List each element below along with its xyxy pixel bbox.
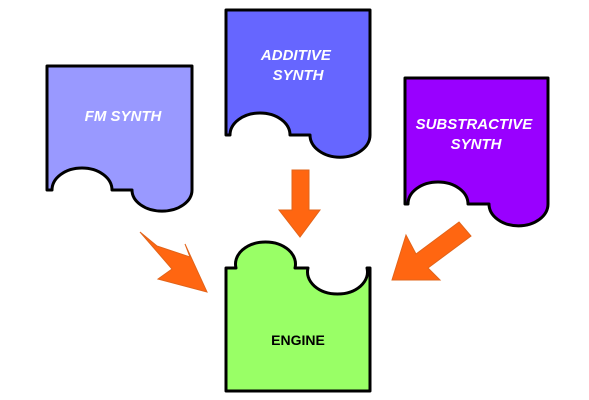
additive-synth-label-line-1: ADDITIVE	[260, 47, 332, 64]
subtractive-synth-label: SUBSTRACTIVE SYNTH	[416, 116, 537, 153]
additive-synth-label-line-2: SYNTH	[273, 67, 325, 84]
fm-synth-piece-shape	[45, 64, 194, 213]
fm-synth-label-line-1: FM SYNTH	[85, 108, 163, 125]
subtractive-synth-piece: SUBSTRACTIVE SYNTH	[403, 76, 550, 228]
subtractive-synth-label-line-2: SYNTH	[451, 136, 503, 153]
additive-synth-label: ADDITIVE SYNTH	[260, 47, 335, 84]
arrow-fm-to-engine	[139, 231, 208, 293]
subtractive-synth-piece-shape	[403, 76, 550, 228]
fm-synth-piece: FM SYNTH	[45, 64, 194, 213]
fm-synth-label: FM SYNTH	[85, 108, 163, 125]
subtractive-synth-label-line-1: SUBSTRACTIVE	[416, 116, 534, 133]
engine-piece: ENGINE	[224, 240, 372, 393]
engine-label: ENGINE	[271, 332, 325, 348]
additive-synth-piece: ADDITIVE SYNTH	[224, 8, 372, 159]
engine-piece-shape	[224, 240, 372, 393]
additive-synth-piece-shape	[224, 8, 372, 159]
arrow-subtractive-to-engine	[391, 221, 472, 281]
arrow-additive-to-engine	[277, 169, 321, 238]
